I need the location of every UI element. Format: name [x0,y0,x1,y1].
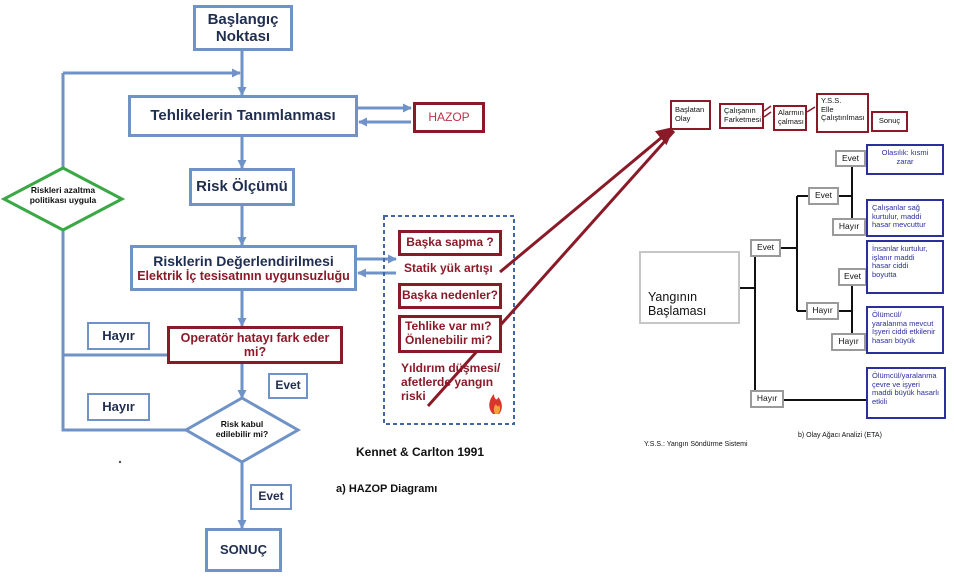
deviation-to-eta-arrow [499,126,675,274]
deviation-item: Statik yük artışı [404,261,493,275]
initial-event-box [639,251,740,324]
eta-outcome: İnsanlar kurtulur, işlanır maddi hasar c… [866,240,944,294]
hazard-identification-box: Tehlikelerin Tanımlanması [128,95,358,137]
hazop-tag: HAZOP [413,102,485,133]
deviation-item: Yıldırım düşmesi/ afetlerde yangın riski [401,361,501,403]
eta-branch-evet: Evet [750,239,781,257]
eta-branch-hayir: Hayır [806,302,839,320]
evet-label-1: Evet [268,373,308,399]
eta-branch-evet: Evet [835,150,866,167]
deviation-item: Başka sapma ? [398,230,502,256]
deviation-container [383,215,515,425]
reduce-risk-label: Riskleri azaltma politikası uygula [29,185,97,205]
stray-dot [118,460,122,464]
risk-evaluation-box: Risklerin Değerlendirilmesi Elektrik İç … [130,245,357,291]
initial-event-label: Yangının Başlaması [648,290,707,319]
source-caption: Kennet & Carlton 1991 [356,445,485,459]
eta-header-result: Sonuç [871,111,908,132]
risk-evaluation-subtitle: Elektrik İç tesisatının uygunsuzluğu [137,268,350,283]
eta-header-alarm: Alarmın çalması [773,105,807,131]
deviation-item: Tehlike var mı? Önlenebilir mi? [398,315,502,353]
yss-caption: Y.S.S.: Yangın Söndürme Sistemi [644,441,748,448]
reduce-risk-diamond [0,166,126,232]
eta-header-initiating-event: Başlatan Olay [670,100,711,130]
result-box: SONUÇ [205,528,282,572]
eta-caption: b) Olay Ağacı Analizi (ETA) [798,432,882,439]
eta-outcome: Çalışanlar sağ kurtulur, maddi hasar mev… [866,199,944,237]
small-flame-icon [489,394,502,414]
evet-label-2: Evet [250,484,292,510]
eta-header-manual-extinguish: Y.S.S. Elle Çalıştırılması [816,93,869,133]
eta-branch-evet: Evet [838,268,867,286]
hazop-connectors [61,50,412,529]
deviation-item: Başka nedenler? [398,283,502,309]
start-point-box: Başlangıç Noktası [193,5,293,51]
hazop-caption: a) HAZOP Diagramı [336,483,438,495]
eta-branch-evet: Evet [808,187,839,205]
eta-branch-hayir: Hayır [750,390,784,408]
eta-header-employee-notice: Çalışanın Farketmesi [719,103,764,129]
eta-outcome: Ölümcül/ yaralanma mevcut İşyeri ciddi e… [866,306,944,354]
risk-evaluation-title: Risklerin Değerlendirilmesi [153,252,334,269]
eta-outcome: Olasılık: kısmi zarar [866,144,944,175]
risk-accept-diamond [182,396,302,464]
risk-accept-label: Risk kabul edilebilir mi? [215,419,269,439]
hayir-label-2: Hayır [87,393,150,421]
risk-measurement-box: Risk Ölçümü [189,168,295,206]
hayir-label-1: Hayır [87,322,150,350]
eta-branch-hayir: Hayır [832,218,866,236]
eta-outcome: Ölümcül/yaralanma çevre ve işyeri maddi … [866,367,946,419]
eta-branch-hayir: Hayır [831,333,866,351]
operator-question-box: Operatör hatayı fark eder mi? [167,326,343,364]
